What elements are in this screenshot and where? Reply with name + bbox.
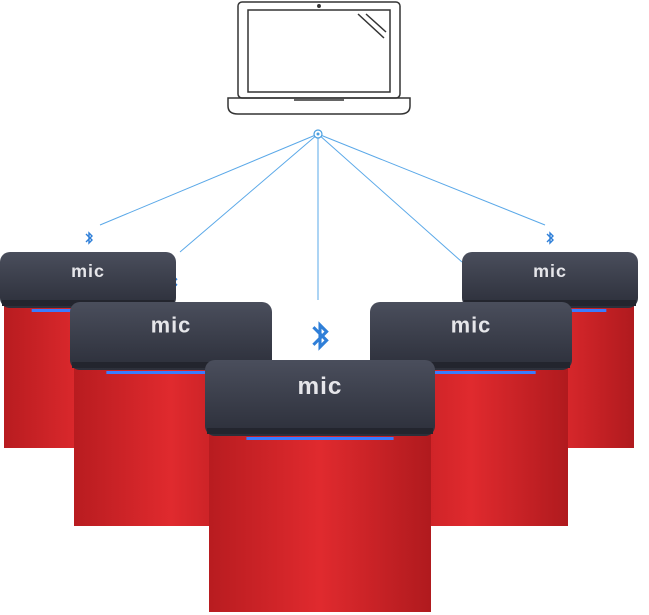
cap-edge	[72, 362, 270, 368]
device-cap	[370, 302, 572, 370]
hub-device: mic	[205, 360, 435, 612]
cap-edge	[372, 362, 570, 368]
device-cap	[462, 252, 638, 308]
laptop-icon	[227, 1, 411, 115]
brand-logo: mic	[71, 261, 105, 281]
status-led	[246, 437, 394, 440]
device-cap	[0, 252, 176, 308]
bluetooth-icon	[311, 323, 329, 349]
status-led	[106, 371, 236, 374]
device-body	[209, 430, 431, 612]
device-cap	[205, 360, 435, 436]
brand-logo: mic	[151, 313, 191, 338]
connection-lines	[99, 133, 546, 300]
cap-edge	[207, 428, 433, 434]
device-cap	[70, 302, 272, 370]
brand-logo: mic	[533, 261, 567, 281]
bluetooth-icon	[85, 232, 93, 244]
status-led	[406, 371, 536, 374]
bluetooth-icon	[546, 232, 554, 244]
hub-node	[313, 129, 323, 139]
brand-logo: mic	[298, 373, 343, 400]
brand-logo: mic	[451, 313, 491, 338]
